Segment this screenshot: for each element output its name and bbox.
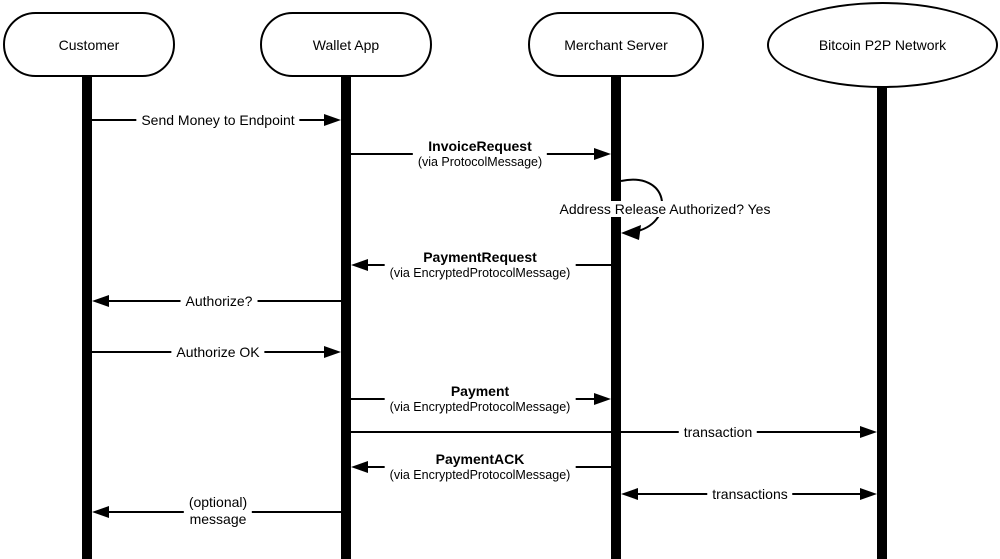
- message-label-optional-message: (optional) message: [183, 494, 253, 528]
- message-label-authorize: Authorize?: [180, 293, 258, 309]
- arrowhead-invoice-request: [594, 148, 611, 160]
- arrowhead-payment-request: [351, 259, 368, 271]
- arrowhead-transaction: [860, 426, 877, 438]
- arrowhead-payment-ack: [351, 461, 368, 473]
- message-label-authorize-ok: Authorize OK: [171, 344, 265, 360]
- message-optional-line2: message: [189, 511, 247, 527]
- actor-wallet-app: Wallet App: [260, 12, 432, 77]
- actor-customer-label: Customer: [58, 36, 120, 53]
- actor-bitcoin-p2p-network: Bitcoin P2P Network: [767, 2, 998, 88]
- actor-wallet-app-label: Wallet App: [312, 36, 380, 53]
- message-via-payment: (via EncryptedProtocolMessage): [389, 400, 571, 414]
- actor-customer: Customer: [3, 12, 175, 77]
- actor-bitcoin-p2p-network-label: Bitcoin P2P Network: [818, 37, 947, 53]
- lifeline-merchant: [611, 68, 621, 559]
- arrowhead-transactions-right: [860, 488, 877, 500]
- message-optional-line1: (optional): [188, 494, 248, 510]
- lifeline-customer: [82, 68, 92, 559]
- arrowhead-optional-message: [92, 506, 109, 518]
- message-title-payment: Payment: [450, 383, 510, 399]
- arrowhead-payment: [594, 393, 611, 405]
- message-title-payment-ack: PaymentACK: [435, 451, 525, 467]
- arrowhead-authorize: [92, 295, 109, 307]
- message-label-transaction: transaction: [678, 424, 758, 440]
- message-label-payment-ack: PaymentACK (via EncryptedProtocolMessage…: [384, 451, 576, 483]
- message-via-payment-request: (via EncryptedProtocolMessage): [389, 266, 571, 280]
- arrowhead-self-loop: [621, 225, 641, 240]
- message-label-transactions: transactions: [707, 486, 793, 502]
- arrowhead-send-money: [324, 114, 341, 126]
- message-label-send-money: Send Money to Endpoint: [136, 112, 300, 128]
- arrowhead-transactions-left: [621, 488, 638, 500]
- message-label-invoice-request: InvoiceRequest (via ProtocolMessage): [412, 138, 548, 170]
- message-title-invoice-request: InvoiceRequest: [428, 138, 532, 154]
- message-via-payment-ack: (via EncryptedProtocolMessage): [389, 468, 571, 482]
- actor-merchant-server-label: Merchant Server: [564, 36, 668, 53]
- message-label-address-release: Address Release Authorized? Yes: [554, 201, 776, 217]
- message-label-payment-request: PaymentRequest (via EncryptedProtocolMes…: [384, 249, 576, 281]
- actor-merchant-server: Merchant Server: [528, 12, 704, 77]
- lifelines: [82, 68, 887, 559]
- message-label-payment: Payment (via EncryptedProtocolMessage): [384, 383, 576, 415]
- lifeline-wallet: [341, 68, 351, 559]
- lifeline-bitcoin: [877, 78, 887, 559]
- arrowhead-authorize-ok: [324, 346, 341, 358]
- message-title-payment-request: PaymentRequest: [423, 249, 537, 265]
- message-via-invoice-request: (via ProtocolMessage): [417, 155, 543, 169]
- self-loop-arc: [620, 178, 664, 232]
